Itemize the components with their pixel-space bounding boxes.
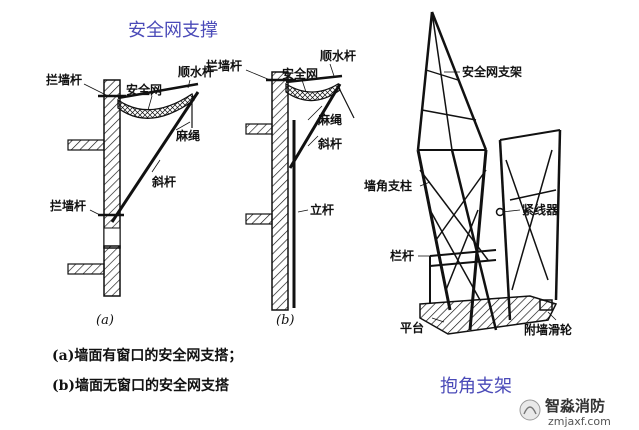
label-lanqiang-top-a: 拦墙杆	[46, 72, 82, 87]
diagonal-pole-a	[110, 91, 200, 223]
figure-a-title: 安全网支撑	[128, 20, 218, 41]
wall-column-lower-a	[103, 245, 121, 297]
caption-a: (a)墙面有窗口的安全网支搭；	[52, 347, 242, 364]
watermark-logo-icon	[519, 399, 541, 421]
window-opening-a	[103, 227, 121, 247]
label-xiegan-a: 斜杆	[151, 174, 176, 189]
floor-slab-b2	[245, 213, 273, 225]
watermark-name: 智淼消防	[545, 397, 605, 415]
floor-slab-a1	[67, 139, 105, 151]
label-jinxian-c: 紧线器	[522, 202, 559, 217]
label-shunshui-b: 顺水杆	[320, 48, 356, 63]
figure-c-title: 抱角支架	[440, 376, 512, 397]
label-masheng-a: 麻绳	[175, 128, 200, 143]
water-pole-a	[117, 82, 199, 100]
figure-a: 安全网支撑 拦墙杆 安全网 顺水杆 麻绳 斜杆 拦墙杆	[46, 20, 218, 328]
floor-slab-b1	[245, 123, 273, 135]
label-langan-c: 栏杆	[390, 248, 414, 263]
label-lanqiang-b: 拦墙杆	[206, 58, 242, 73]
figure-c	[416, 11, 562, 335]
label-anquanwang-a: 安全网	[126, 82, 162, 97]
label-zhizhu-c: 墙角支柱	[364, 178, 412, 193]
label-anquanwang-b: 安全网	[282, 66, 318, 81]
watermark: 智淼消防 zmjaxf.com	[519, 397, 611, 428]
water-pole-b	[285, 74, 343, 84]
label-pingtai-c: 平台	[400, 320, 424, 335]
wall-column-b	[271, 71, 289, 311]
sub-label-a: (a)	[96, 313, 114, 328]
label-ligan-b: 立杆	[310, 202, 334, 217]
label-masheng-b: 麻绳	[317, 112, 342, 127]
label-huolun-c: 附墙滑轮	[524, 322, 573, 337]
figure-b: 拦墙杆 安全网 顺水杆 麻绳 斜杆 立杆 (b)	[206, 48, 356, 328]
floor-slab-a2	[67, 263, 105, 275]
sub-label-b: (b)	[276, 313, 294, 328]
caption-b: (b)墙面无窗口的安全网支搭	[52, 377, 230, 394]
diagonal-pole-b	[288, 83, 342, 169]
label-lanqiang-mid-a: 拦墙杆	[50, 198, 86, 213]
label-shunshui-a: 顺水杆	[178, 64, 214, 79]
watermark-url: zmjaxf.com	[548, 415, 611, 428]
label-xiegan-b: 斜杆	[317, 136, 342, 151]
hemp-rope-b	[337, 85, 355, 119]
label-zhijia-c: 安全网支架	[462, 64, 522, 79]
